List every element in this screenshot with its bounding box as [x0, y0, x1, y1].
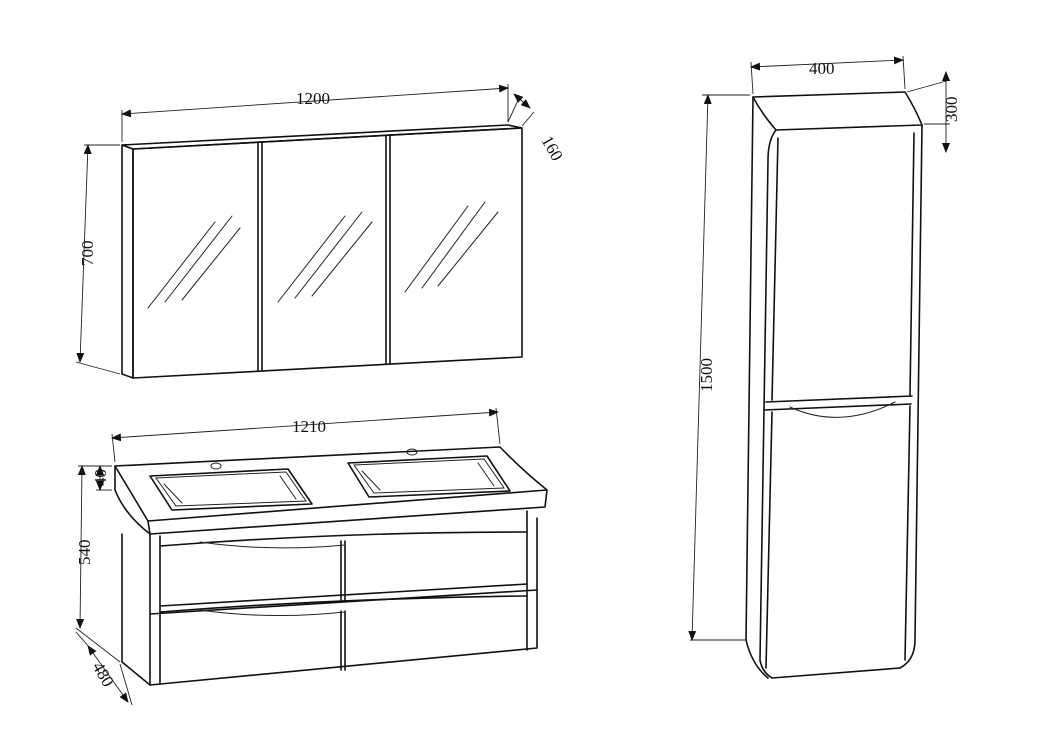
vanity-top-thickness-dimension: 40: [91, 465, 112, 491]
mirror-width-dimension: 1200: [121, 84, 509, 142]
vanity-depth-label: 480: [89, 659, 118, 691]
mirror-depth-label: 160: [538, 133, 567, 165]
mirror-width-label: 1200: [296, 89, 330, 108]
mirror-reflection-marks: [147, 201, 499, 309]
mirror-cabinet: [121, 124, 523, 379]
tall-depth-label: 300: [942, 97, 961, 123]
tall-depth-dimension: 300: [906, 71, 961, 153]
mirror-height-dimension: 700: [75, 144, 121, 375]
mirror-height-label: 700: [78, 241, 97, 267]
tall-height-dimension: 1500: [688, 94, 750, 641]
right-basin: [347, 448, 511, 498]
tall-height-label: 1500: [697, 358, 716, 392]
tall-width-dimension: 400: [750, 55, 906, 95]
tall-width-label: 400: [809, 59, 835, 78]
vanity-height-label: 540: [75, 540, 94, 566]
tall-unit: [745, 91, 923, 679]
vanity-height-dimension: 540: [75, 465, 121, 663]
vanity-width-dimension: 1210: [111, 407, 501, 463]
left-basin: [149, 462, 313, 511]
vanity-width-label: 1210: [292, 417, 326, 436]
vanity-top-thickness-label: 40: [91, 469, 110, 486]
vanity-depth-dimension: 480: [75, 631, 133, 706]
vanity-unit: [114, 446, 548, 686]
